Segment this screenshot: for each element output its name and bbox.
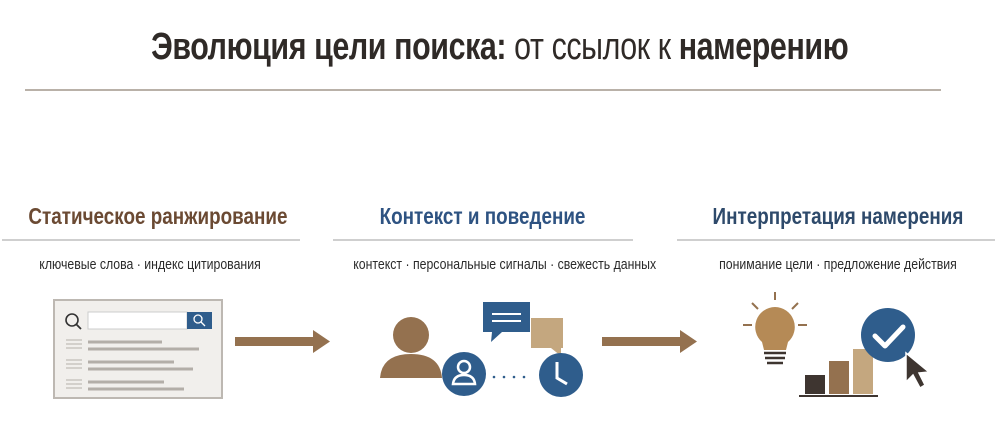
bar-chart-icon [799, 349, 878, 397]
stage-3-title: Интерпретация намерения [712, 203, 963, 229]
arrow-right-icon [235, 330, 330, 353]
dots-connector [492, 375, 526, 379]
search-results-page-icon [53, 299, 223, 399]
title-part-1: Эволюция цели поиска: [151, 26, 507, 68]
illustrations [53, 292, 931, 399]
user-circle-icon [442, 352, 486, 396]
clock-icon [539, 353, 583, 397]
stage-2-divider [333, 239, 633, 241]
page-title: Эволюция цели поиска: от ссылок к намере… [0, 26, 1000, 69]
chat-bubbles-icon [483, 302, 563, 356]
check-circle-icon [861, 308, 915, 362]
stage-2-subtitle: контекст · персональные сигналы · свежес… [353, 256, 657, 273]
person-icon [380, 317, 442, 378]
cursor-pointer-icon [905, 351, 931, 390]
stage-1-subtitle: ключевые слова · индекс цитирования [39, 256, 261, 273]
stage-3-subtitle: понимание цели · предложение действия [718, 256, 957, 273]
lightbulb-icon [743, 292, 807, 365]
stage-3-divider [677, 239, 995, 241]
arrow-right-icon [602, 330, 697, 353]
stage-1-title: Статическое ранжирование [28, 203, 288, 229]
title-part-3: намерению [679, 26, 849, 68]
stage-2-title: Контекст и поведение [379, 203, 586, 229]
stage-1-divider [2, 239, 300, 241]
title-part-2: от ссылок к [506, 26, 679, 68]
title-divider [25, 89, 941, 91]
